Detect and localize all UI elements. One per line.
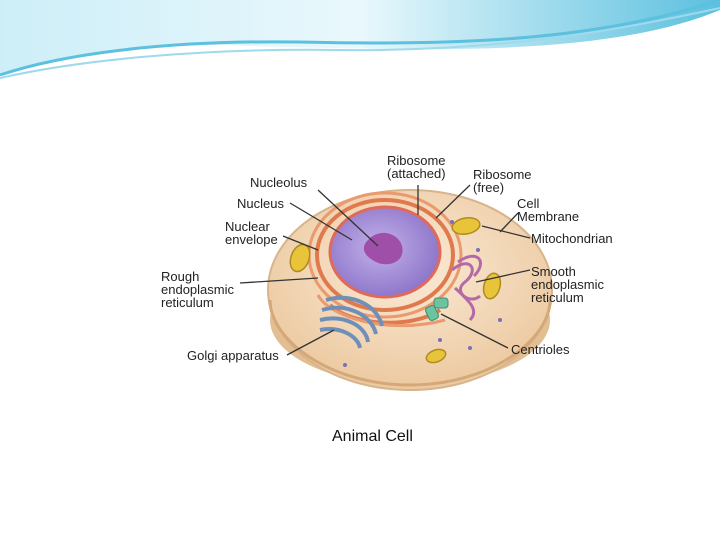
header-wave-band (0, 0, 720, 79)
label-smooth-er-line1: Smooth (531, 264, 576, 279)
label-centrioles: Centrioles (511, 342, 570, 357)
label-mitochondrian: Mitochondrian (531, 231, 613, 246)
label-smooth-er-line3: reticulum (531, 290, 584, 305)
label-nuclear-envelope-line1: Nuclear (225, 219, 270, 234)
nucleus-shape (328, 205, 442, 299)
label-ribosome-free-line2: (free) (473, 180, 505, 195)
label-nucleus: Nucleus (237, 196, 284, 211)
label-smooth-er: Smooth endoplasmic reticulum (531, 265, 604, 304)
centrioles-shape (424, 297, 449, 321)
leader-lines (239, 184, 531, 356)
label-nucleolus: Nucleolus (250, 175, 308, 190)
label-ribosome-free: Ribosome (free) (473, 168, 532, 194)
label-rough-er-line2: endoplasmic (161, 282, 234, 297)
free-ribosome-dots (343, 220, 502, 367)
label-nuclear-envelope-line2: envelope (225, 232, 278, 247)
label-nuclear-envelope: Nuclear envelope (225, 220, 278, 246)
label-cell-membrane-line1: Cell (517, 196, 540, 211)
label-ribosome-attached-line2: (attached) (387, 166, 446, 181)
label-golgi-apparatus: Golgi apparatus (187, 348, 279, 363)
label-rough-er-line1: Rough (161, 269, 200, 284)
golgi-shape (319, 295, 384, 349)
label-rough-er-line3: reticulum (161, 295, 214, 310)
label-cell-membrane: Cell Membrane (517, 197, 579, 223)
smooth-er-shape (451, 254, 482, 322)
label-ribosome-attached: Ribosome (attached) (387, 154, 446, 180)
label-ribosome-attached-line1: Ribosome (387, 153, 446, 168)
label-rough-er: Rough endoplasmic reticulum (161, 270, 234, 309)
label-cell-membrane-line2: Membrane (517, 209, 580, 224)
label-smooth-er-line2: endoplasmic (531, 277, 604, 292)
label-ribosome-free-line1: Ribosome (473, 167, 532, 182)
diagram-caption: Animal Cell (332, 428, 413, 445)
